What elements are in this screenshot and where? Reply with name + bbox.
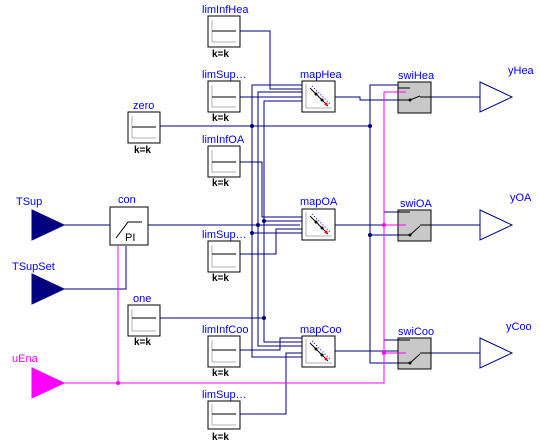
- liminfoa-block[interactable]: limInfOA k=k: [202, 134, 245, 189]
- input-tsup-label: TSup: [16, 196, 42, 208]
- swioa-label: swiOA: [400, 198, 432, 210]
- liminfhea-block[interactable]: limInfHea k=k: [202, 4, 249, 60]
- liminfcoo-block[interactable]: limInfCoo k=k: [202, 324, 248, 379]
- one-param: k=k: [134, 337, 151, 348]
- limsupcoo-param: k=k: [212, 432, 229, 443]
- input-uena[interactable]: uEna: [12, 353, 66, 399]
- liminfoa-label: limInfOA: [202, 134, 245, 146]
- liminfcoo-param: k=k: [212, 368, 229, 379]
- limsuphea-label: limSup…: [202, 69, 247, 81]
- one-label: one: [133, 293, 151, 305]
- output-yoa[interactable]: yOA: [479, 192, 532, 241]
- mapoa-block[interactable]: mapOA: [300, 196, 338, 241]
- limsupcoo-label: limSup…: [202, 389, 247, 401]
- output-yoa-label: yOA: [510, 192, 532, 204]
- boolean-wires: [64, 91, 398, 384]
- output-ycoo[interactable]: yCoo: [479, 321, 532, 369]
- liminfoa-param: k=k: [212, 178, 229, 189]
- input-tsup[interactable]: TSup: [16, 196, 66, 241]
- zero-param: k=k: [134, 145, 151, 156]
- limsuphea-block[interactable]: limSup… k=k: [202, 69, 247, 124]
- mapcoo-label: mapCoo: [300, 324, 342, 336]
- output-ycoo-label: yCoo: [506, 321, 532, 333]
- output-yhea[interactable]: yHea: [479, 65, 535, 113]
- input-tsupset-label: TSupSet: [12, 261, 55, 273]
- mapoa-label: mapOA: [300, 196, 338, 208]
- wire-junctions: [116, 124, 386, 385]
- limsupoa-param: k=k: [212, 273, 229, 284]
- limsupcoo-block[interactable]: limSup… k=k: [202, 389, 247, 443]
- swicoo-label: swiCoo: [398, 326, 434, 338]
- swicoo-block[interactable]: swiCoo: [397, 326, 434, 370]
- zero-label: zero: [133, 100, 154, 112]
- swihea-block[interactable]: swiHea: [397, 70, 435, 114]
- input-tsupset[interactable]: TSupSet: [12, 261, 66, 305]
- con-block[interactable]: con PI: [109, 194, 149, 246]
- one-block[interactable]: one k=k: [127, 293, 161, 348]
- swihea-label: swiHea: [398, 70, 435, 82]
- liminfhea-label: limInfHea: [202, 4, 249, 16]
- mapcoo-block[interactable]: mapCoo: [300, 324, 342, 368]
- limsuphea-param: k=k: [212, 113, 229, 124]
- output-yhea-label: yHea: [508, 65, 535, 77]
- maphea-label: mapHea: [300, 69, 342, 81]
- zero-block[interactable]: zero k=k: [127, 100, 161, 156]
- input-uena-label: uEna: [12, 353, 39, 365]
- liminfhea-param: k=k: [212, 49, 229, 60]
- con-inner-label: PI: [125, 232, 135, 244]
- limsupoa-label: limSup…: [202, 229, 247, 241]
- limsupoa-block[interactable]: limSup… k=k: [202, 229, 247, 284]
- liminfcoo-label: limInfCoo: [202, 324, 248, 336]
- swioa-block[interactable]: swiOA: [397, 198, 432, 242]
- maphea-block[interactable]: mapHea: [300, 69, 342, 113]
- con-label: con: [118, 194, 136, 206]
